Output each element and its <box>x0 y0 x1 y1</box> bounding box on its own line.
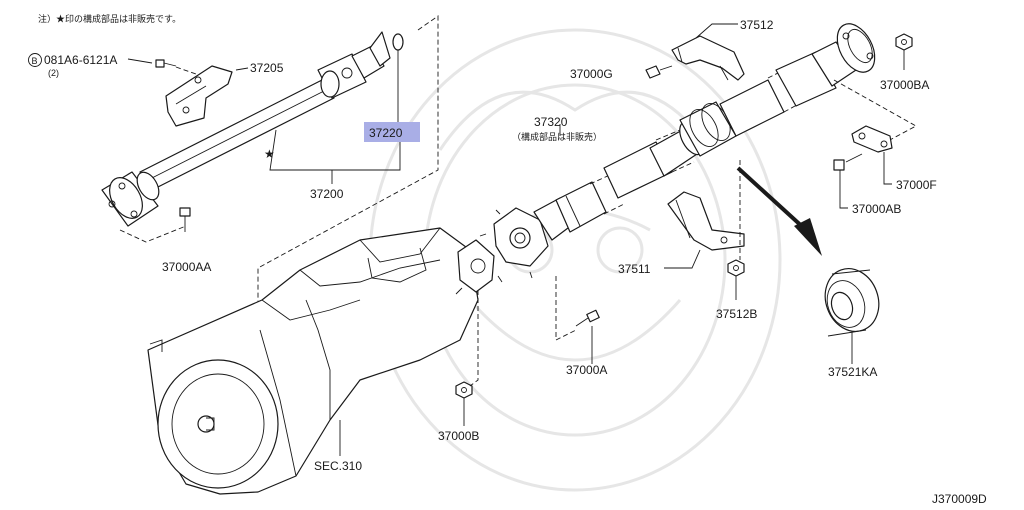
transmission-sec310[interactable] <box>147 227 503 495</box>
insulator-37512[interactable] <box>671 35 745 81</box>
bracket-37205[interactable] <box>165 65 233 127</box>
label-37205[interactable]: 37205 <box>250 61 284 75</box>
star-mark: ★ <box>264 147 275 161</box>
mount-bracket-37511[interactable] <box>667 191 745 251</box>
bolt-37000A[interactable] <box>575 309 600 327</box>
label-37512[interactable]: 37512 <box>740 18 774 32</box>
label-081A6-6121A: 081A6-6121A <box>44 53 117 67</box>
label-sec310[interactable]: SEC.310 <box>314 459 362 473</box>
bolt-37000AA[interactable] <box>179 207 191 232</box>
label-37200[interactable]: 37200 <box>310 187 344 201</box>
center-bearing-37521KA[interactable] <box>817 261 888 339</box>
label-37000B[interactable]: 37000B <box>438 429 479 443</box>
nut-37512B[interactable] <box>727 259 745 277</box>
bolt-081A6-6121A[interactable] <box>155 59 177 68</box>
label-37000G[interactable]: 37000G <box>570 67 613 81</box>
label-bolt-qty: (2) <box>48 68 59 78</box>
label-37000AA[interactable]: 37000AA <box>162 260 211 274</box>
label-37000F[interactable]: 37000F <box>896 178 937 192</box>
label-37521KA[interactable]: 37521KA <box>828 365 877 379</box>
bolt-prefix: B <box>32 56 38 66</box>
label-37220[interactable]: 37220 <box>369 126 403 140</box>
detail-arrow <box>736 166 822 256</box>
bolt-37000G[interactable] <box>645 65 673 79</box>
bolt-37000AB[interactable] <box>833 153 863 171</box>
bolt-37000BA[interactable] <box>895 33 913 51</box>
label-37320-note: （構成部品は非販売） <box>512 131 602 142</box>
front-propeller-shaft[interactable] <box>101 31 391 227</box>
label-37000BA[interactable]: 37000BA <box>880 78 929 92</box>
snap-ring-37220[interactable] <box>392 33 404 51</box>
selected-part-highlight <box>364 122 420 142</box>
nut-37000B[interactable] <box>455 381 473 399</box>
diagram-id: J370009D <box>932 492 987 506</box>
label-37512B[interactable]: 37512B <box>716 307 757 321</box>
label-37000A[interactable]: 37000A <box>566 363 607 377</box>
note-text: 注）★印の構成部品は非販売です。 <box>38 13 181 24</box>
bolt-callout[interactable]: B 081A6-6121A (2) <box>28 53 118 78</box>
circled-b-icon <box>28 53 42 67</box>
rear-propeller-shaft-37320[interactable] <box>493 18 882 279</box>
label-37320[interactable]: 37320 <box>534 115 568 129</box>
label-37000AB[interactable]: 37000AB <box>852 202 901 216</box>
label-37511[interactable]: 37511 <box>618 262 651 276</box>
washer-plate-37000F[interactable] <box>851 125 893 153</box>
